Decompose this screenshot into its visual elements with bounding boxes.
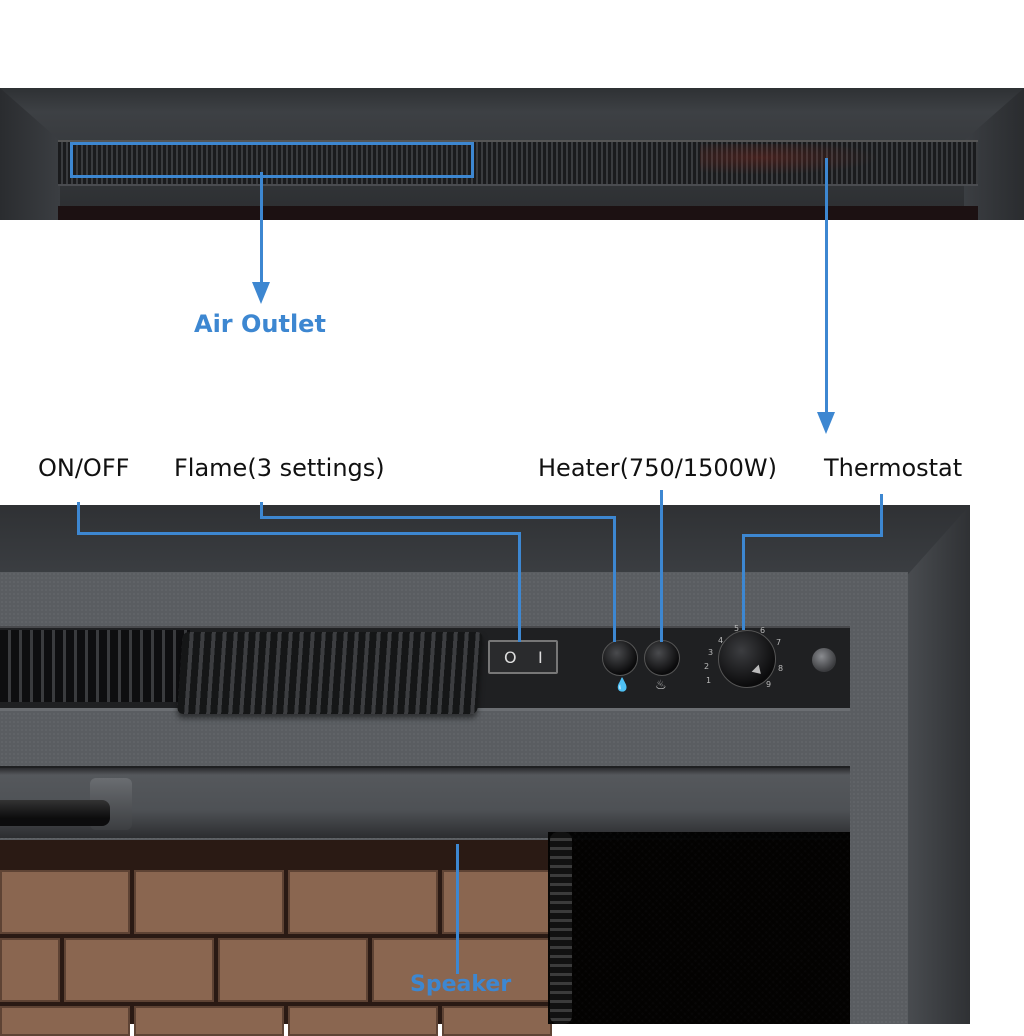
- thermostat-label: Thermostat: [824, 454, 963, 482]
- firebox-top-edge: [58, 206, 978, 220]
- panel-screw: [812, 648, 836, 672]
- switch-off-mark: O: [504, 648, 517, 667]
- air-outlet-vent: [58, 140, 978, 186]
- mesh-screen: [548, 832, 850, 1024]
- door-handle[interactable]: [0, 800, 110, 826]
- brick: [442, 1006, 552, 1036]
- thermostat-knob[interactable]: [718, 630, 776, 688]
- thermostat-tick: 9: [766, 680, 772, 689]
- thermostat-callout-line: [880, 494, 883, 536]
- brick: [134, 1006, 284, 1036]
- heater-label: Heater(750/1500W): [538, 454, 777, 482]
- fireplace-frame-right: [905, 505, 970, 1024]
- thermostat-tick: 7: [776, 638, 782, 647]
- brick: [372, 938, 552, 1002]
- air-outlet-label: Air Outlet: [194, 310, 326, 338]
- on-off-callout-line: [77, 532, 520, 535]
- thermostat-callout-line: [742, 534, 883, 537]
- brick: [0, 938, 60, 1002]
- thermostat-tick: 8: [778, 664, 784, 673]
- heater-button[interactable]: [644, 640, 680, 676]
- thermostat-tick: 5: [734, 624, 740, 633]
- air-outlet-callout-line: [260, 172, 263, 284]
- thermostat-tick: 6: [760, 626, 766, 635]
- thermostat-tick: 4: [718, 636, 724, 645]
- flame-callout-line: [260, 516, 616, 519]
- flame-button[interactable]: [602, 640, 638, 676]
- thermostat-sensor-callout-line: [825, 158, 828, 414]
- thermostat-tick: 2: [704, 662, 710, 671]
- heater-callout-line: [660, 490, 663, 642]
- air-outlet-arrowhead: [252, 282, 270, 304]
- brick: [64, 938, 214, 1002]
- brick: [442, 870, 552, 934]
- flame-callout-line: [260, 502, 263, 518]
- flame-icon: 💧: [614, 678, 631, 693]
- brick: [218, 938, 368, 1002]
- thermostat-sensor-arrowhead: [817, 412, 835, 434]
- brick: [0, 870, 130, 934]
- switch-on-mark: I: [538, 648, 543, 667]
- vent-glow: [700, 144, 900, 178]
- thermostat-tick: 1: [706, 676, 712, 685]
- brick: [288, 870, 438, 934]
- mesh-spring: [550, 832, 572, 1024]
- brick: [134, 870, 284, 934]
- on-off-callout-line: [77, 502, 80, 534]
- frame-bevel-left: [0, 88, 60, 220]
- speaker-label: Speaker: [410, 972, 512, 997]
- brick: [288, 1006, 438, 1036]
- on-off-callout-line: [518, 532, 521, 642]
- speaker-callout-line: [456, 844, 459, 974]
- heater-louver: [177, 632, 483, 714]
- fireplace-top-strip: [0, 88, 1024, 220]
- heat-icon: ♨: [655, 678, 667, 693]
- door-rail: [0, 766, 850, 838]
- brick: [0, 1006, 130, 1036]
- flame-label: Flame(3 settings): [174, 454, 385, 482]
- air-outlet-highlight: [70, 142, 474, 178]
- heater-vent: [0, 630, 190, 702]
- on-off-label: ON/OFF: [38, 454, 130, 482]
- power-rocker-switch[interactable]: O I: [488, 640, 558, 674]
- flame-callout-line: [613, 516, 616, 642]
- thermostat-tick: 3: [708, 648, 714, 657]
- thermostat-callout-line: [742, 534, 745, 630]
